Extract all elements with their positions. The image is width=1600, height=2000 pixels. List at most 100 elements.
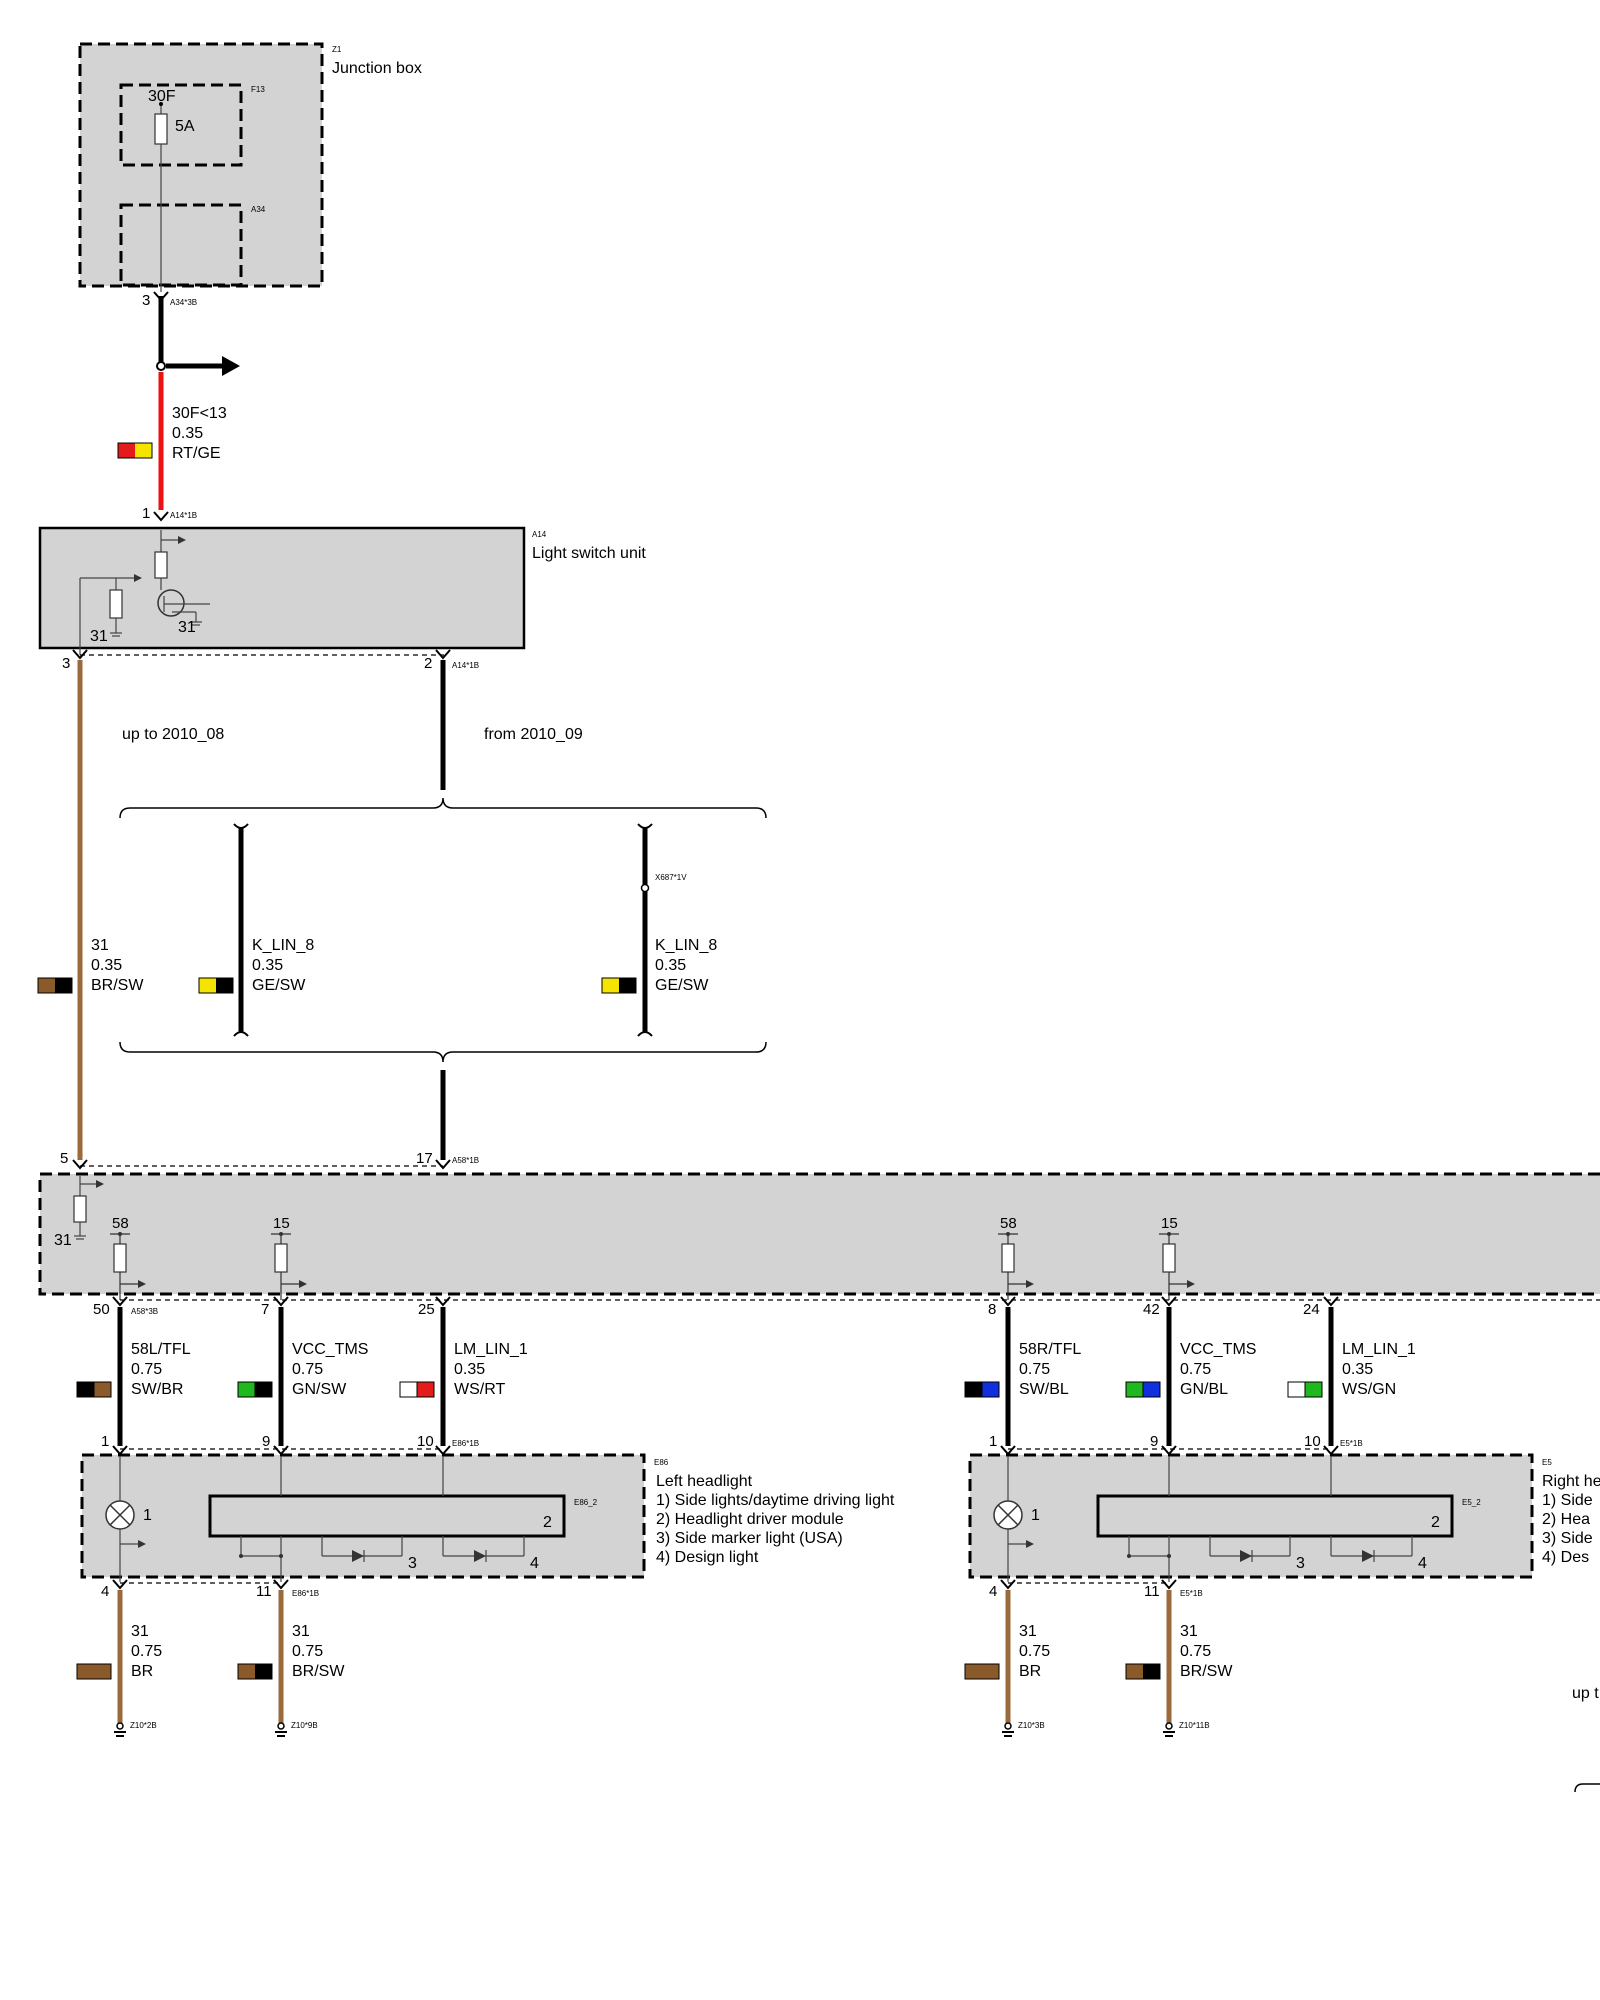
wire-circuit: LM_LIN_1 [454,1341,528,1358]
junction-box-ref: Z1 [332,45,342,54]
resistor-label: 15 [273,1215,290,1232]
ground-connector: Z10*9B [291,1721,318,1730]
e5-item-2: 2) Hea [1542,1511,1590,1528]
svg-text:K_LIN_8: K_LIN_8 [252,937,314,954]
cut-off-text: up t [1572,1685,1599,1702]
svg-text:RT/GE: RT/GE [172,445,221,462]
resistor-2: 15 [271,1215,307,1300]
e5-item-4: 4) Des [1542,1549,1589,1566]
color-swatch [416,1381,435,1398]
wire-circuit: LM_LIN_1 [1342,1341,1416,1358]
connector-e86-out: E86*1B [292,1589,319,1598]
color-swatch [38,978,55,993]
e5-item-1: 1) Side [1542,1492,1593,1509]
left-headlight: E86 Left headlight 1) Side lights/daytim… [80,1433,895,1600]
color-swatch [199,978,216,993]
pin-2-a14: 2 [424,655,432,672]
resistor-1: 58 [110,1215,146,1300]
connector-e5-in: E5*1B [1340,1439,1363,1448]
color-swatch [135,443,152,458]
connector-e5-out: E5*1B [1180,1589,1203,1598]
fuse-rating: 5A [175,118,195,135]
wire-color: GN/BL [1180,1381,1228,1398]
connector-a14-out: A14*1B [452,661,479,670]
color-swatch [1142,1381,1161,1398]
e5-label-4: 4 [1418,1555,1427,1572]
ground-label-a14-2: 31 [178,619,196,636]
wire-klin-a-label: K_LIN_8 0.35 GE/SW [198,937,314,994]
wire-gauge: 0.75 [131,1361,162,1378]
wire-circuit: 31 [131,1623,149,1640]
a14-title: Light switch unit [532,545,646,562]
connector-e86-in: E86*1B [452,1439,479,1448]
pin-25-a58: 25 [418,1301,435,1318]
resistor-label: 58 [112,1215,129,1232]
junction-box-title: Junction box [332,60,422,77]
e5-title: Right he [1542,1473,1600,1490]
pin-1-e5: 1 [989,1433,997,1450]
color-swatch [619,978,636,993]
connector-a14-in: A14*1B [170,511,197,520]
connector-x687: X687*1V [655,873,687,882]
wire-30f-label: 30F<13 0.35 RT/GE [117,405,227,462]
svg-text:0.35: 0.35 [172,425,203,442]
wire-gauge: 0.75 [1180,1361,1211,1378]
pin-9-e86: 9 [262,1433,270,1450]
wire-circuit: 58R/TFL [1019,1341,1081,1358]
wire-gauge: 0.35 [1342,1361,1373,1378]
pin-10-e5: 10 [1304,1433,1321,1450]
pin-4-e5: 4 [989,1583,997,1600]
pin-4-e86: 4 [101,1583,109,1600]
transistor-icon [157,589,185,617]
wire-circuit: 31 [1019,1623,1037,1640]
wire-color: WS/RT [454,1381,505,1398]
color-swatch [94,1664,111,1679]
color-swatch [1125,1381,1144,1398]
pin-1-a14: 1 [142,505,150,522]
sub-ref: A34 [251,205,266,214]
e86-item-3: 3) Side marker light (USA) [656,1530,843,1547]
svg-text:0.35: 0.35 [252,957,283,974]
variant-brace-bottom [119,1041,767,1063]
e86-title: Left headlight [656,1473,753,1490]
svg-text:GE/SW: GE/SW [655,977,709,994]
pin-1-e86: 1 [101,1433,109,1450]
wire-color: BR/SW [292,1663,345,1680]
wire-gauge: 0.75 [1180,1643,1211,1660]
svg-text:GE/SW: GE/SW [252,977,306,994]
svg-text:0.35: 0.35 [655,957,686,974]
color-swatch [76,1381,95,1398]
wire-circuit: 58L/TFL [131,1341,191,1358]
e86-label-1: 1 [143,1507,152,1524]
e86-item-2: 2) Headlight driver module [656,1511,844,1528]
color-swatch [254,1381,273,1398]
wire-color: SW/BR [131,1381,183,1398]
wire-color: WS/GN [1342,1381,1396,1398]
ground-connector: Z10*3B [1018,1721,1045,1730]
ground-connector: Z10*11B [1179,1721,1210,1730]
right-headlight: E5 Right he 1) Side 2) Hea 3) Side 4) De… [968,1433,1600,1600]
fuse-terminal: 30F [148,88,176,105]
e86-ref: E86 [654,1458,669,1467]
pin-50-a58: 50 [93,1301,110,1318]
pin-5-a58: 5 [60,1150,68,1167]
svg-text:0.35: 0.35 [91,957,122,974]
pin-3-junction: 3 [142,292,150,309]
variant-left-label: up to 2010_08 [122,726,224,743]
color-swatch [964,1381,983,1398]
pin-3-a14: 3 [62,655,70,672]
color-swatch [237,1381,256,1398]
pin-8-a58: 8 [988,1301,996,1318]
e86-item-1: 1) Side lights/daytime driving light [656,1492,895,1509]
pin-24-a58: 24 [1303,1301,1320,1318]
ground-label-a14-1: 31 [90,628,108,645]
color-swatch [216,978,233,993]
